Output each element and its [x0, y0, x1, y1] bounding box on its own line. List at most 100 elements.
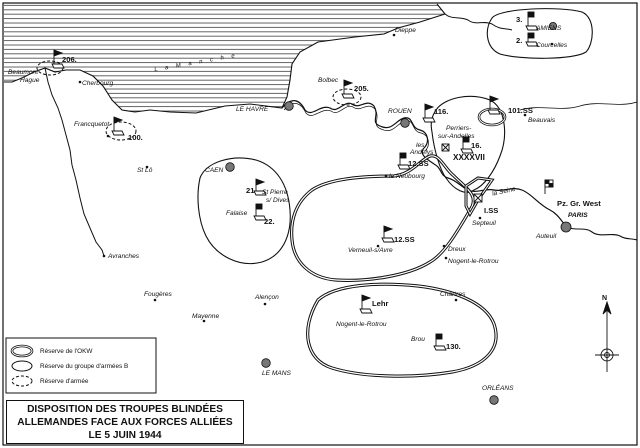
unit-label-130: 130. — [446, 342, 461, 351]
label-caen: CAEN — [205, 167, 224, 174]
unit-label-1ss: I.SS — [484, 206, 498, 215]
dot-nogent-n — [444, 256, 448, 260]
dot-francquetot — [106, 134, 110, 138]
unit-flags — [51, 11, 554, 351]
label-st-pierre-2: s/ Dives — [266, 197, 290, 204]
label-beaumont: Beaumont — [8, 69, 39, 76]
river-seine-inner — [283, 103, 429, 152]
city-marker-le-havre — [284, 101, 294, 111]
channel-sea — [4, 4, 445, 113]
unit-label-22: 22. — [264, 217, 275, 226]
label-mayenne: Mayenne — [192, 313, 219, 320]
map-title-line3: LE 5 JUIN 1944 — [88, 430, 162, 441]
okw-reserve-south-inner — [307, 283, 497, 377]
label-st-pierre-1: St Pierre — [262, 189, 288, 196]
label-dreux: Dreux — [448, 246, 466, 253]
legend-okw-label: Réserve de l'OKW — [40, 348, 93, 355]
dot-chartres — [454, 298, 458, 302]
army-reserve-bolbec — [332, 88, 362, 106]
label-dieppe: Dieppe — [395, 27, 416, 34]
dot-cherbourg — [78, 80, 82, 84]
unit-label-21: 21 — [246, 186, 255, 195]
label-le-havre: LE HAVRE — [236, 106, 269, 113]
label-alencon: Alençon — [254, 294, 279, 301]
okw-reserve-west-inner — [291, 155, 474, 281]
label-nogent-s: Nogent-le-Rotrou — [336, 321, 387, 328]
label-la-seine: la Seine — [492, 186, 517, 198]
unit-label-2: 2. — [516, 36, 522, 45]
river-east — [565, 225, 638, 241]
label-hague: Hague — [20, 77, 40, 84]
label-francquetot: Francquetot — [74, 121, 110, 128]
label-bolbec: Bolbec — [318, 77, 339, 84]
label-perriers-1: Perriers- — [446, 125, 472, 132]
city-marker-le-mans — [261, 358, 271, 368]
okw-reserve-beauvais-inner — [478, 108, 506, 126]
label-courcelles: Courcelles — [536, 42, 568, 49]
okw-reserve-west — [290, 154, 475, 282]
unit-label-3: 3. — [516, 15, 522, 24]
label-brou: Brou — [411, 336, 425, 343]
city-marker-amiens — [549, 21, 558, 30]
label-falaise: Falaise — [226, 210, 248, 217]
city-marker-rouen — [400, 118, 410, 128]
groupb-reserve-amiens — [486, 8, 593, 59]
army-reserve-francquetot — [105, 121, 137, 141]
unit-label-12ss-b: 12.SS — [394, 235, 415, 244]
dot-dieppe — [392, 33, 396, 37]
dot-avranches — [102, 254, 106, 258]
label-paris: PARIS — [568, 212, 588, 219]
unit-label-16: 16. — [471, 141, 482, 150]
label-rouen: ROUEN — [388, 108, 412, 115]
city-marker-orleans — [489, 395, 499, 405]
legend-army-label: Réserve d'armée — [40, 378, 89, 385]
okw-reserve-south — [306, 282, 498, 378]
label-chartres: Chartres — [440, 291, 466, 298]
label-nogent-n: Nogent-le-Rotrou — [448, 258, 499, 265]
groupb-reserve-caen — [197, 157, 291, 264]
unit-label-101ss: 101.SS — [508, 106, 533, 115]
unit-label-206: 206. — [62, 55, 77, 64]
legend-groupb-symbol — [11, 360, 33, 372]
map-title: DISPOSITION DES TROUPES BLINDÉES ALLEMAN… — [6, 400, 244, 444]
map-title-line2: ALLEMANDES FACE AUX FORCES ALLIÉES — [17, 417, 233, 428]
label-orleans: ORLÉANS — [482, 383, 514, 392]
dot-dreux — [442, 244, 446, 248]
legend: Réserve de l'OKW Réserve du groupe d'arm… — [5, 337, 157, 394]
unit-label-lehr: Lehr — [372, 299, 389, 308]
dot-le-neubourg — [384, 174, 388, 178]
map-title-line1: DISPOSITION DES TROUPES BLINDÉES — [27, 404, 223, 415]
dot-fougeres — [153, 298, 157, 302]
unit-label-12ss-a: 12.SS — [408, 159, 429, 168]
unit-label-116: 116. — [434, 107, 448, 116]
city-marker-caen — [225, 162, 235, 172]
label-perriers: Perriers- sur-Andelles — [438, 125, 475, 140]
dot-mayenne — [202, 319, 206, 323]
label-beaumont-hague: Beaumont Hague — [8, 69, 40, 84]
unit-label-100: 100. — [128, 133, 143, 142]
north-label: N — [602, 295, 607, 302]
river-loire — [519, 101, 638, 111]
dot-verneuil — [376, 244, 380, 248]
dot-st-lo — [145, 165, 149, 169]
label-amiens: AMIENS — [535, 25, 562, 32]
legend-okw-symbol-inner — [11, 345, 33, 357]
dot-beauvais — [523, 113, 527, 117]
dot-septeuil — [478, 216, 482, 220]
unit-label-pzgrwest: Pz. Gr. West — [557, 199, 601, 208]
label-beauvais: Beauvais — [528, 117, 556, 124]
legend-army-symbol — [11, 375, 33, 387]
label-cherbourg: Cherbourg — [82, 80, 113, 87]
label-auteuil: Auteuil — [535, 233, 557, 240]
legend-groupb-label: Réserve du groupe d'armées B — [40, 363, 128, 370]
unit-label-xxxxvii: XXXXVII — [453, 153, 485, 162]
north-arrow — [595, 300, 619, 372]
west-coast — [44, 67, 105, 257]
label-fougeres: Fougères — [144, 291, 173, 298]
city-marker-paris — [560, 221, 572, 233]
label-les: les — [416, 142, 425, 149]
river-somme — [444, 13, 513, 31]
label-avranches: Avranches — [107, 253, 140, 260]
